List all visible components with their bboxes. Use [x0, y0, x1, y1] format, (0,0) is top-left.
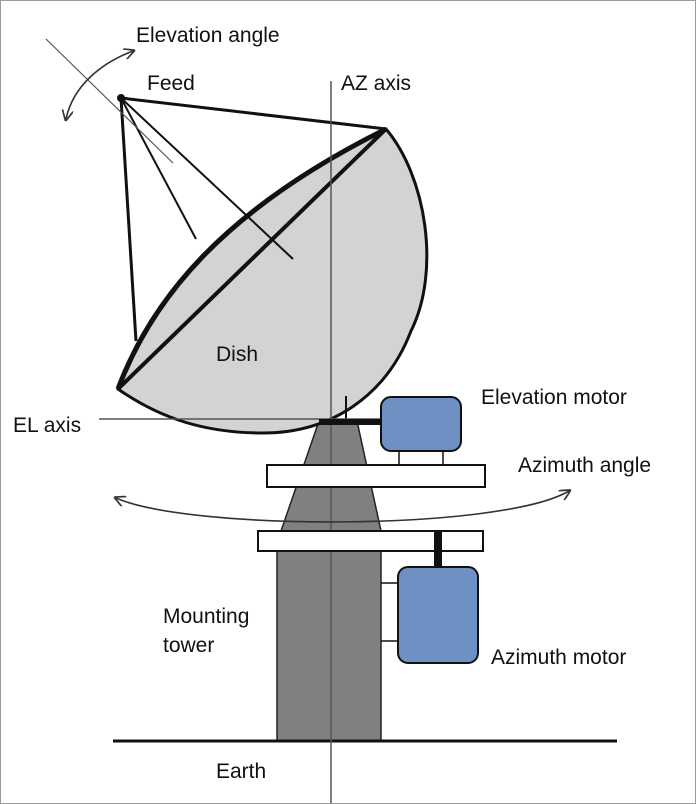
mounting-tower-label-line1: Mounting	[163, 605, 250, 628]
elevation-motor-shaft	[319, 419, 383, 425]
elevation-motor	[380, 396, 462, 452]
feed-strut	[120, 97, 294, 260]
base-platform	[257, 530, 484, 552]
feed-strut	[120, 96, 387, 131]
elevation-motor-label: Elevation motor	[481, 386, 627, 409]
el-axis-label: EL axis	[13, 414, 82, 437]
azimuth-angle-arrow-icon	[116, 491, 569, 523]
mounting-tower	[276, 550, 382, 742]
azimuth-angle-label: Azimuth angle	[518, 454, 652, 477]
azimuth-motor	[397, 566, 479, 664]
feed-strut	[120, 97, 197, 240]
dish-label: Dish	[216, 343, 259, 366]
az-axis-label: AZ axis	[341, 72, 412, 95]
elevation-angle-arrow-icon	[66, 51, 133, 119]
feed-label: Feed	[147, 72, 195, 95]
turntable-platform	[266, 464, 486, 488]
azimuth-motor-label: Azimuth motor	[491, 646, 627, 669]
azimuth-motor-shaft	[434, 531, 442, 571]
dish-body	[116, 127, 429, 435]
dish-rib	[116, 127, 388, 391]
feed-strut	[119, 97, 138, 342]
elevation-angle-label: Elevation angle	[136, 24, 280, 47]
mounting-tower-label-line2: tower	[163, 634, 215, 657]
dish-rim	[115, 126, 388, 390]
feed-point	[117, 94, 125, 102]
earth-label: Earth	[216, 760, 267, 783]
